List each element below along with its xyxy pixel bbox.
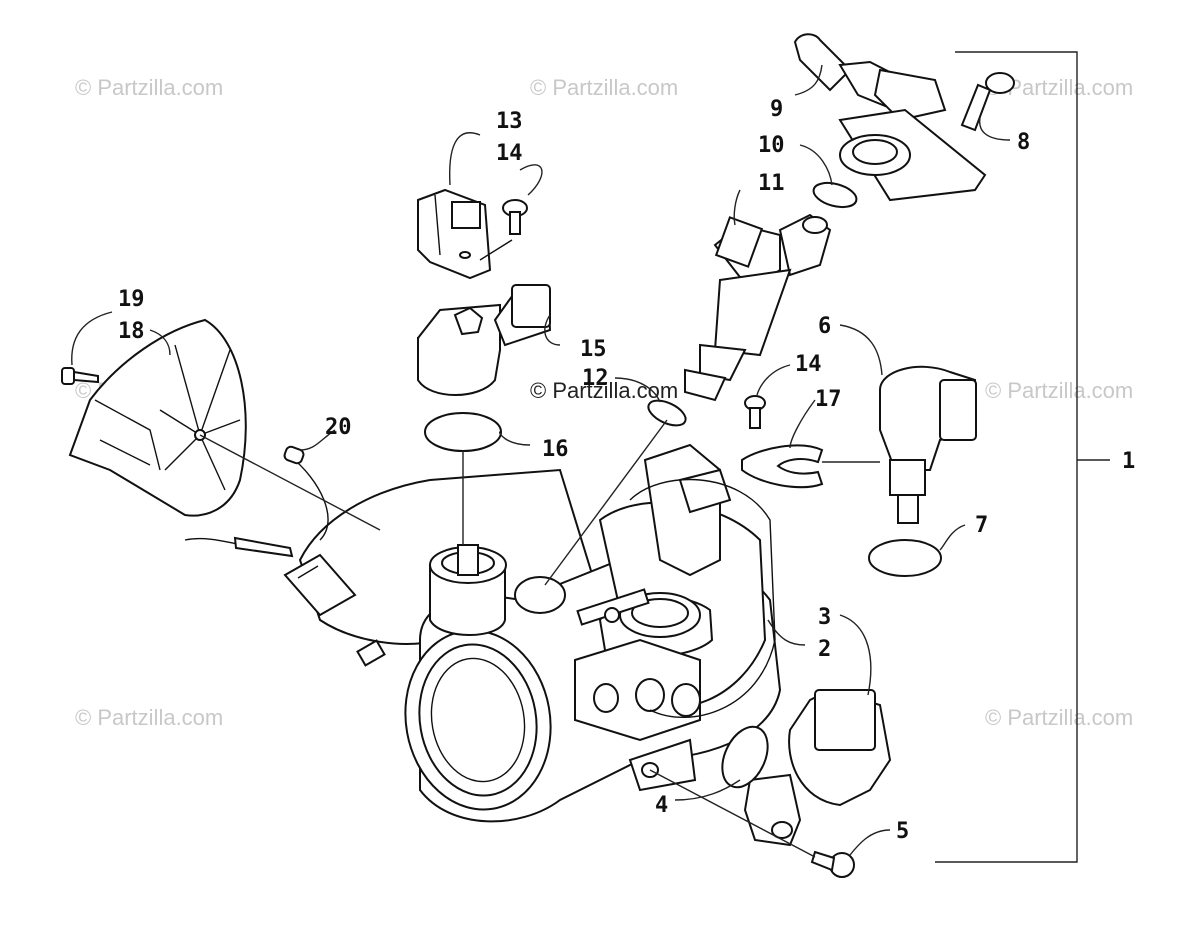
callout-17: 17 (815, 387, 842, 412)
callout-12: 12 (582, 366, 609, 391)
callout-14-top: 14 (496, 141, 523, 166)
injector-part-11 (684, 213, 832, 402)
screw-part-14-top (479, 199, 528, 261)
callout-16: 16 (542, 437, 569, 462)
callout-3: 3 (818, 605, 831, 630)
assembly-bracket (935, 51, 1078, 863)
watermark-mid-right: © Partzilla.com (985, 378, 1133, 403)
callout-4: 4 (655, 793, 668, 818)
callout-11: 11 (758, 171, 785, 196)
watermark-bottom-left: © Partzilla.com (75, 705, 223, 730)
watermark-top-center: © Partzilla.com (530, 75, 678, 100)
callout-20: 20 (325, 415, 352, 440)
tps-part-3 (743, 688, 892, 847)
clip-part-17 (741, 444, 824, 489)
callout-8: 8 (1017, 130, 1030, 155)
callout-18: 18 (118, 319, 145, 344)
o-ring-part-16 (424, 412, 502, 452)
leader-12-to-body (544, 419, 668, 586)
bracket-part-13 (417, 188, 492, 280)
sensor-part-6 (879, 365, 977, 524)
fuel-rail-part-9 (793, 33, 987, 202)
callout-13: 13 (496, 109, 523, 134)
cover-part-18 (68, 318, 381, 531)
callout-9: 9 (770, 97, 783, 122)
callout-15: 15 (580, 337, 607, 362)
watermark-top-left: © Partzilla.com (75, 75, 223, 100)
throttle-body (283, 443, 782, 823)
callout-5: 5 (896, 819, 909, 844)
screw-part-8 (960, 72, 1015, 132)
callout-7: 7 (975, 513, 988, 538)
callout-1: 1 (1122, 449, 1135, 474)
sensor-part-15 (417, 283, 552, 396)
o-ring-part-7 (868, 539, 942, 577)
watermark-center: © Partzilla.com (530, 378, 678, 403)
callout-6: 6 (818, 314, 831, 339)
gasket-part-2 (629, 478, 776, 718)
screw-part-19 (61, 367, 99, 385)
seal-part-12 (647, 399, 687, 427)
o-ring-part-10 (812, 181, 858, 209)
callout-19: 19 (118, 287, 145, 312)
callout-10: 10 (758, 133, 785, 158)
watermark-bottom-right: © Partzilla.com (985, 705, 1133, 730)
leader-lines (71, 64, 1011, 856)
callout-labels: 1 2 3 4 5 6 7 8 9 10 11 12 13 14 14 15 1… (118, 97, 1135, 844)
callout-14-lower: 14 (795, 352, 822, 377)
callout-2: 2 (818, 637, 831, 662)
screw-part-14-lower (744, 395, 766, 429)
screw-part-5 (649, 769, 855, 878)
